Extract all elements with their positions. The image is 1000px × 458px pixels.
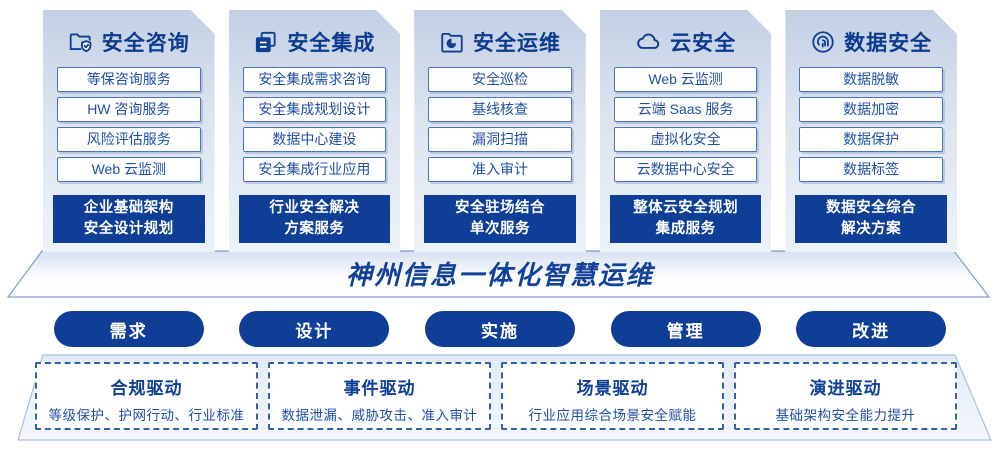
service-item: 数据加密 — [799, 97, 943, 122]
banner-title: 神州信息一体化智慧运维 — [345, 260, 654, 290]
process-pills-row: 需求 设计 实施 管理 改进 — [43, 311, 957, 347]
card-cloud-security: 云安全 Web 云监测 云端 Saas 服务 虚拟化安全 云数据中心安全 整体云… — [600, 10, 772, 252]
service-item: HW 咨询服务 — [57, 97, 201, 122]
service-item: 漏洞扫描 — [428, 127, 572, 152]
service-item: 虚拟化安全 — [614, 127, 758, 152]
card-footer-line: 整体云安全规划 — [633, 199, 739, 216]
card-footer-line: 单次服务 — [469, 221, 530, 237]
service-item: 安全集成需求咨询 — [243, 67, 387, 92]
pill-cell: 实施 — [414, 311, 586, 347]
card-header: 安全集成 — [229, 10, 401, 58]
card-footer: 安全驻场结合 单次服务 — [424, 195, 576, 243]
folder-shield-icon — [68, 29, 94, 55]
card-title: 安全集成 — [287, 32, 376, 55]
driver-desc: 等级保护、护网行动、行业标准 — [48, 408, 245, 423]
pill-management: 管理 — [610, 311, 761, 347]
card-title: 安全运维 — [472, 32, 561, 55]
service-item: 云数据中心安全 — [614, 157, 758, 182]
driver-desc: 行业应用综合场景安全赋能 — [528, 408, 697, 423]
service-item: 安全集成规划设计 — [243, 97, 387, 122]
drivers-row: 合规驱动 等级保护、护网行动、行业标准 事件驱动 数据泄漏、威胁攻击、准入审计 … — [35, 362, 957, 430]
pill-requirement: 需求 — [53, 311, 204, 347]
service-item: 安全巡检 — [428, 67, 572, 92]
card-footer: 数据安全综合 解决方案 — [795, 195, 947, 243]
driver-box-incident: 事件驱动 数据泄漏、威胁攻击、准入审计 — [268, 362, 491, 430]
service-item: 数据中心建设 — [243, 127, 387, 152]
driver-title: 场景驱动 — [576, 379, 649, 398]
pill-improvement: 改进 — [796, 311, 947, 347]
pill-cell: 需求 — [43, 311, 215, 347]
service-item: 云端 Saas 服务 — [614, 97, 758, 122]
card-data-security: 数据安全 数据脱敏 数据加密 数据保护 数据标签 数据安全综合 解决方案 — [785, 10, 957, 252]
driver-title: 演进驱动 — [809, 379, 882, 398]
service-item: Web 云监测 — [57, 157, 201, 182]
card-header: 安全运维 — [414, 10, 586, 58]
folder-pie-icon — [439, 29, 465, 55]
pill-cell: 设计 — [229, 311, 401, 347]
card-header: 安全咨询 — [43, 10, 215, 58]
card-security-integration: 安全集成 安全集成需求咨询 安全集成规划设计 数据中心建设 安全集成行业应用 行… — [229, 10, 401, 252]
pill-design: 设计 — [239, 311, 390, 347]
fingerprint-icon — [810, 29, 836, 55]
service-item: 基线核查 — [428, 97, 572, 122]
service-item: Web 云监测 — [614, 67, 758, 92]
service-item: 风险评估服务 — [57, 127, 201, 152]
driver-desc: 数据泄漏、威胁攻击、准入审计 — [281, 408, 478, 423]
card-footer-line: 安全驻场结合 — [454, 199, 545, 216]
card-header: 云安全 — [600, 10, 772, 58]
service-cards-row: 安全咨询 等保咨询服务 HW 咨询服务 风险评估服务 Web 云监测 企业基础架… — [43, 10, 957, 252]
card-footer: 行业安全解决 方案服务 — [239, 195, 391, 243]
pill-implementation: 实施 — [424, 311, 575, 347]
card-footer: 企业基础架构 安全设计规划 — [53, 195, 205, 243]
card-footer-line: 企业基础架构 — [83, 199, 174, 216]
card-items: Web 云监测 云端 Saas 服务 虚拟化安全 云数据中心安全 — [600, 67, 772, 182]
pill-cell: 改进 — [785, 311, 957, 347]
driver-box-scenario: 场景驱动 行业应用综合场景安全赋能 — [501, 362, 724, 430]
card-security-operations: 安全运维 安全巡检 基线核查 漏洞扫描 准入审计 安全驻场结合 单次服务 — [414, 10, 586, 252]
driver-title: 合规驱动 — [110, 379, 183, 398]
service-item: 数据标签 — [799, 157, 943, 182]
card-title: 数据安全 — [844, 32, 933, 55]
card-footer: 整体云安全规划 集成服务 — [610, 195, 762, 243]
card-items: 数据脱敏 数据加密 数据保护 数据标签 — [785, 67, 957, 182]
service-item: 准入审计 — [428, 157, 572, 182]
copy-documents-icon — [253, 29, 279, 55]
driver-title: 事件驱动 — [343, 379, 416, 398]
service-item: 等保咨询服务 — [57, 67, 201, 92]
service-item: 安全集成行业应用 — [243, 157, 387, 182]
card-items: 等保咨询服务 HW 咨询服务 风险评估服务 Web 云监测 — [43, 67, 215, 182]
card-footer-line: 方案服务 — [284, 221, 345, 237]
service-item: 数据保护 — [799, 127, 943, 152]
card-items: 安全巡检 基线核查 漏洞扫描 准入审计 — [414, 67, 586, 182]
driver-box-evolution: 演进驱动 基础架构安全能力提升 — [734, 362, 957, 430]
card-footer-line: 解决方案 — [841, 221, 902, 237]
card-footer-line: 集成服务 — [655, 221, 716, 237]
card-title: 安全咨询 — [101, 32, 190, 55]
driver-box-compliance: 合规驱动 等级保护、护网行动、行业标准 — [35, 362, 258, 430]
card-header: 数据安全 — [785, 10, 957, 58]
card-title: 云安全 — [670, 32, 737, 55]
service-item: 数据脱敏 — [799, 67, 943, 92]
card-footer-line: 安全设计规划 — [83, 221, 174, 237]
card-security-consulting: 安全咨询 等保咨询服务 HW 咨询服务 风险评估服务 Web 云监测 企业基础架… — [43, 10, 215, 252]
card-footer-line: 数据安全综合 — [826, 199, 917, 216]
card-footer-line: 行业安全解决 — [269, 199, 360, 216]
cloud-icon — [635, 29, 662, 55]
card-items: 安全集成需求咨询 安全集成规划设计 数据中心建设 安全集成行业应用 — [229, 67, 401, 182]
pill-cell: 管理 — [600, 311, 772, 347]
driver-desc: 基础架构安全能力提升 — [775, 408, 916, 423]
